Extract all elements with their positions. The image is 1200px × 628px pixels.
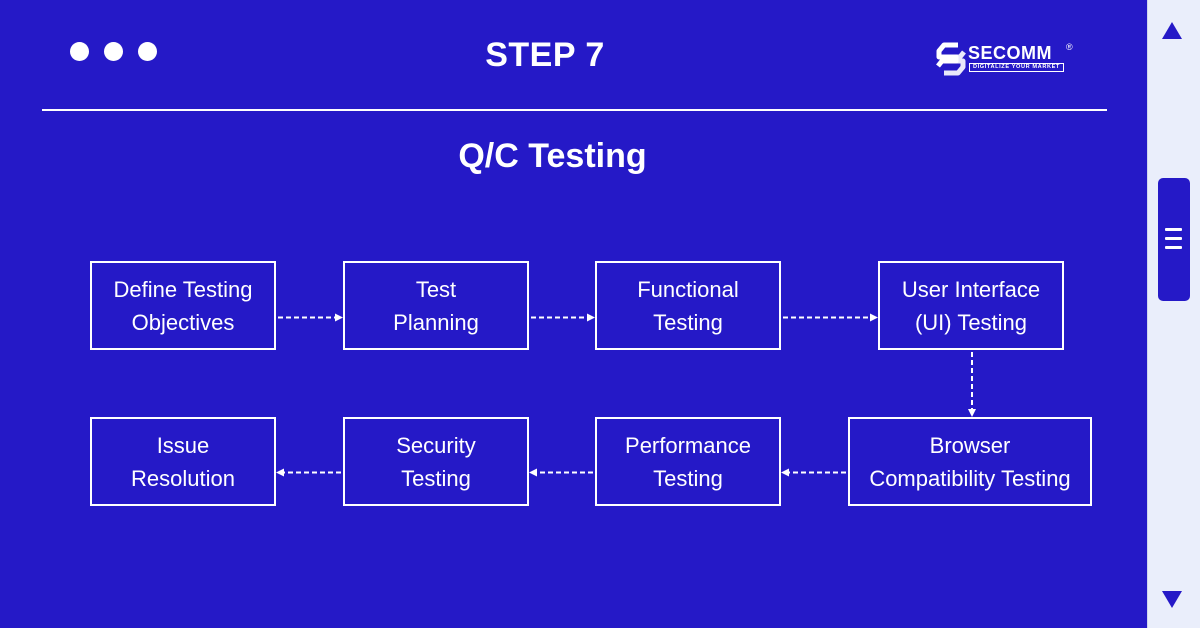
secomm-logo: SECOMM ® DIGITALIZE YOUR MARKET: [936, 42, 1076, 76]
window-dot-icon: [104, 42, 123, 61]
window-dot-icon: [138, 42, 157, 61]
flow-node-test-planning: Test Planning: [343, 261, 529, 350]
window-dot-icon: [70, 42, 89, 61]
flow-node-define-testing-objectives: Define Testing Objectives: [90, 261, 276, 350]
window-dots: [70, 42, 157, 61]
logo-tagline: DIGITALIZE YOUR MARKET: [969, 63, 1064, 72]
secomm-logo-mark-icon: [936, 42, 966, 76]
grip-line-icon: [1165, 228, 1182, 231]
flow-node-functional-testing: Functional Testing: [595, 261, 781, 350]
header-divider: [42, 109, 1107, 111]
flow-node-performance-testing: Performance Testing: [595, 417, 781, 506]
flow-node-issue-resolution: Issue Resolution: [90, 417, 276, 506]
step-title: STEP 7: [485, 36, 605, 74]
logo-wordmark: SECOMM: [968, 43, 1052, 63]
flow-node-ui-testing: User Interface (UI) Testing: [878, 261, 1064, 350]
logo-registered-mark: ®: [1066, 42, 1073, 52]
grip-line-icon: [1165, 246, 1182, 249]
flow-node-security-testing: Security Testing: [343, 417, 529, 506]
diagram-title: Q/C Testing: [458, 137, 647, 175]
scroll-thumb[interactable]: [1158, 178, 1190, 301]
scrollbar[interactable]: [1147, 0, 1200, 628]
triangle-down-icon[interactable]: [1162, 591, 1182, 608]
grip-line-icon: [1165, 237, 1182, 240]
flow-node-browser-compatibility-testing: Browser Compatibility Testing: [848, 417, 1092, 506]
triangle-up-icon[interactable]: [1162, 22, 1182, 39]
